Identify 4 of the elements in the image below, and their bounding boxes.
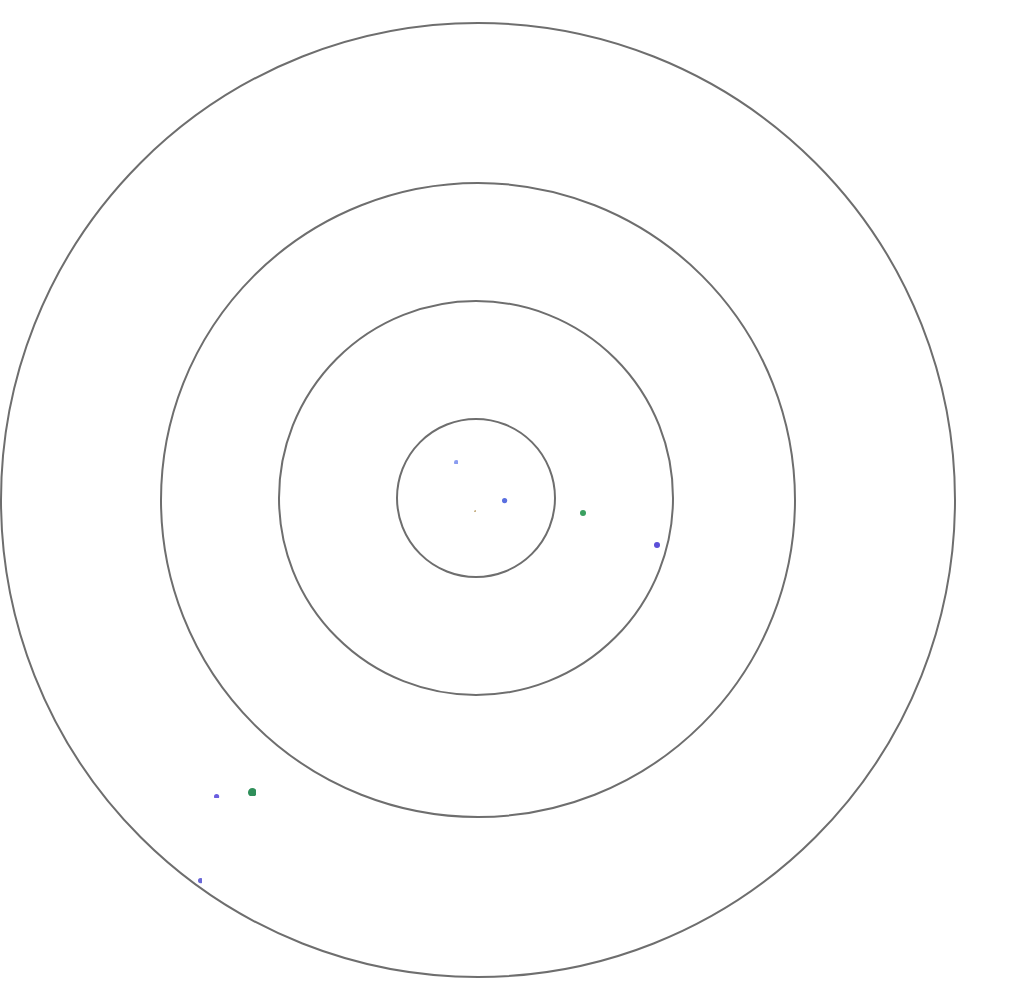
ring <box>278 300 675 697</box>
ring <box>396 418 557 579</box>
ring <box>0 22 956 978</box>
ring <box>159 181 796 818</box>
